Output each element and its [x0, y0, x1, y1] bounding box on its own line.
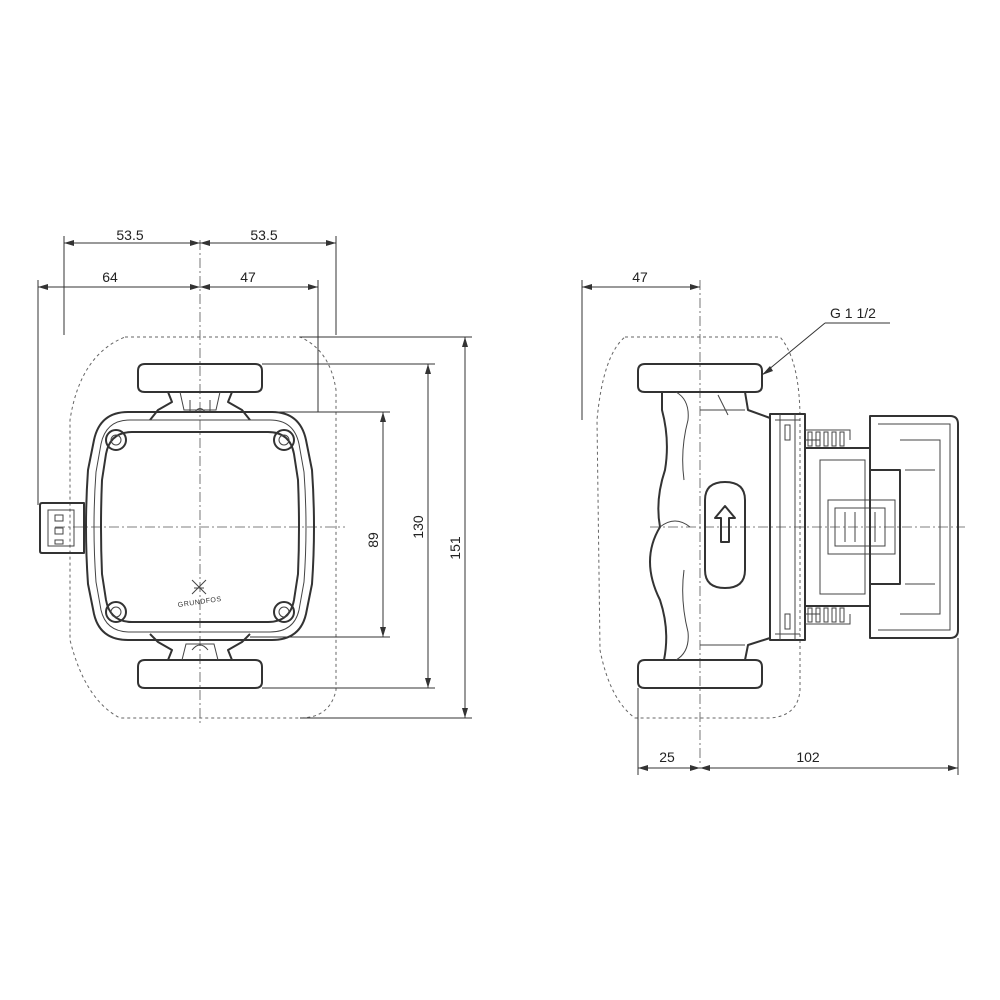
- side-clearance-envelope: [596, 336, 801, 719]
- stator-ribs: [784, 424, 845, 630]
- dim-connector-offset: 64: [102, 269, 118, 285]
- bottom-flange: [137, 659, 263, 689]
- flow-arrow-plate: [704, 481, 746, 589]
- control-box-face: [100, 431, 300, 623]
- front-screw-bosses: [105, 429, 295, 623]
- bottom-neck: [149, 633, 251, 661]
- top-neck: [149, 391, 251, 421]
- front-view: GRUNDFOS 53.5 53.5 64 47 89 130: [37, 227, 472, 725]
- dim-width-right: 53.5: [250, 227, 277, 243]
- back-cover: [869, 415, 959, 639]
- pump-housing: [85, 411, 315, 641]
- logo-x-icon: [191, 579, 207, 595]
- thread-label: G 1 1/2: [830, 305, 876, 321]
- dim-width-left: 53.5: [116, 227, 143, 243]
- dim-motor-depth: 102: [796, 749, 820, 765]
- dim-overall-height: 151: [447, 536, 463, 560]
- dim-front-depth: 25: [659, 749, 675, 765]
- side-top-flange: [637, 363, 763, 393]
- side-bottom-flange: [637, 659, 763, 689]
- flow-arrow-icon: [714, 505, 736, 543]
- dim-mount-spacing: 89: [365, 532, 381, 548]
- electrical-connector: [39, 502, 85, 554]
- dim-center-to-back: 47: [632, 269, 648, 285]
- dim-port-to-port: 130: [410, 515, 426, 539]
- top-flange: [137, 363, 263, 393]
- side-view: 47 G 1 1/2 25 102: [581, 269, 965, 775]
- dim-center-to-side: 47: [240, 269, 256, 285]
- stator-housing: [769, 413, 806, 641]
- side-pump-body: [649, 391, 771, 661]
